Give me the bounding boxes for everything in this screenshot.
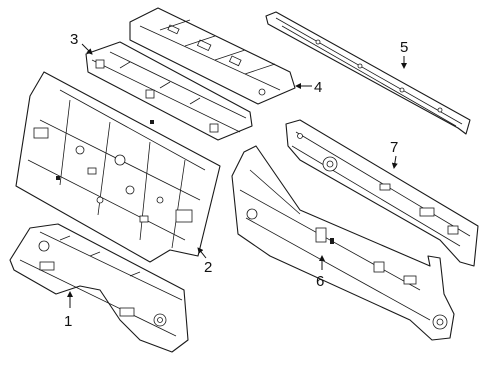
callout-5: 5 <box>400 39 408 56</box>
part-2-bulkhead <box>15 71 221 263</box>
callout-1: 1 <box>64 313 72 330</box>
part-3-crossmember <box>85 41 253 141</box>
callout-7: 7 <box>390 139 398 156</box>
callout-2: 2 <box>204 259 212 276</box>
part-5-rail <box>265 11 471 135</box>
part-1-rear-panel <box>9 223 189 353</box>
part-6-side-member <box>231 145 455 341</box>
part-4-floor-panel <box>129 7 296 105</box>
callout-3: 3 <box>70 31 78 48</box>
callout-6: 6 <box>316 273 324 290</box>
callout-4: 4 <box>314 79 322 96</box>
part-7-side-member <box>285 119 479 267</box>
